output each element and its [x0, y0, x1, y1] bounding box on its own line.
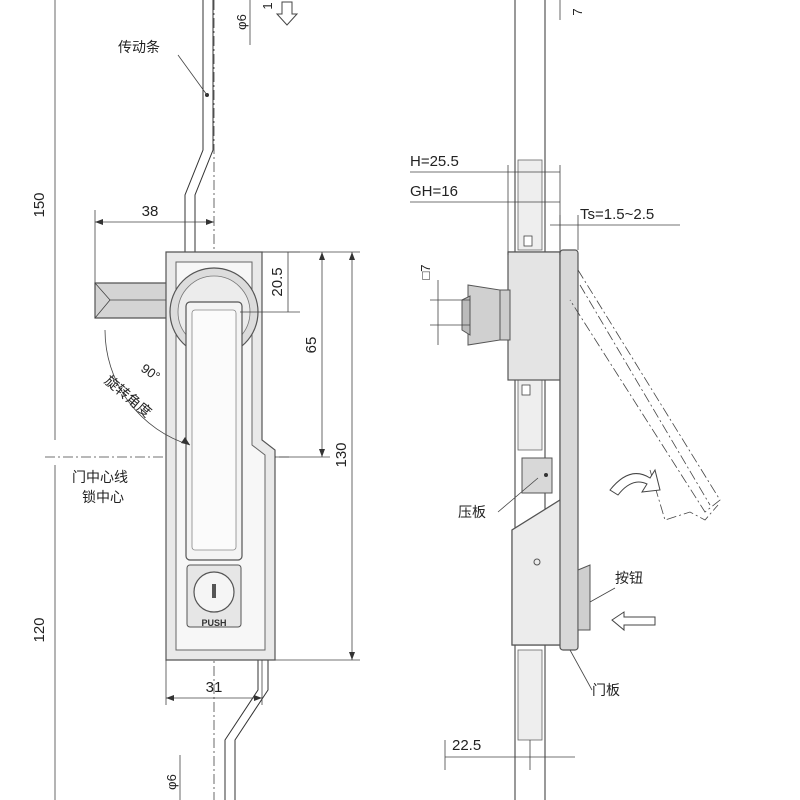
dim-20-5: 20.5 — [269, 267, 286, 296]
dim-38: 38 — [142, 203, 159, 220]
dim-travel-top-right: 7 — [570, 8, 585, 15]
keyhole-icon — [212, 584, 216, 598]
open-handle-outline — [569, 269, 721, 513]
dim-120: 120 — [31, 617, 48, 642]
rotation-angle-value: 90° — [138, 361, 163, 385]
drive-rod-top-left — [184, 0, 204, 252]
dim-rod-dia-bottom: φ6 — [164, 774, 179, 790]
side-view: H=25.5 GH=16 Ts=1.5~2.5 □7 7 22.5 压板 按钮 … — [410, 0, 721, 800]
rotation-arc — [104, 329, 191, 446]
dim-ts: Ts=1.5~2.5 — [580, 206, 654, 223]
dim-22-5: 22.5 — [452, 737, 481, 754]
drive-rod-top-right — [194, 0, 214, 252]
dim-150: 150 — [31, 192, 48, 217]
drive-rod-bottom-left — [224, 660, 259, 800]
door-panel-flange — [559, 249, 579, 651]
push-button[interactable] — [577, 564, 591, 631]
rotate-arrow-icon — [609, 468, 661, 496]
dim-sq7: □7 — [418, 264, 433, 279]
door-panel-label: 门板 — [592, 683, 620, 699]
dim-h: H=25.5 — [410, 153, 459, 170]
cam-tongue — [94, 282, 169, 319]
dim-travel-top-left: 1 — [260, 2, 275, 9]
lock-center-label: 锁中心 — [82, 490, 124, 506]
square-knob[interactable] — [467, 284, 501, 346]
rotation-angle-label: 旋转角度 — [101, 373, 154, 421]
dim-31: 31 — [206, 679, 223, 696]
push-label: PUSH — [201, 618, 226, 628]
front-view: PUSH 150 120 38 20.5 65 130 31 — [31, 0, 360, 800]
dim-gh: GH=16 — [410, 183, 458, 200]
left-arrow-icon — [611, 611, 656, 632]
drive-rod-bottom-right — [234, 660, 269, 800]
press-plate-label: 压板 — [458, 505, 486, 521]
dim-rod-dia-top: φ6 — [234, 14, 249, 30]
dim-65: 65 — [303, 337, 320, 354]
drive-bar-label: 传动条 — [118, 39, 160, 56]
dim-130: 130 — [333, 442, 350, 467]
door-centerline-label: 门中心线 — [72, 470, 128, 486]
button-label: 按钮 — [615, 571, 643, 587]
down-arrow-icon — [275, 1, 299, 26]
